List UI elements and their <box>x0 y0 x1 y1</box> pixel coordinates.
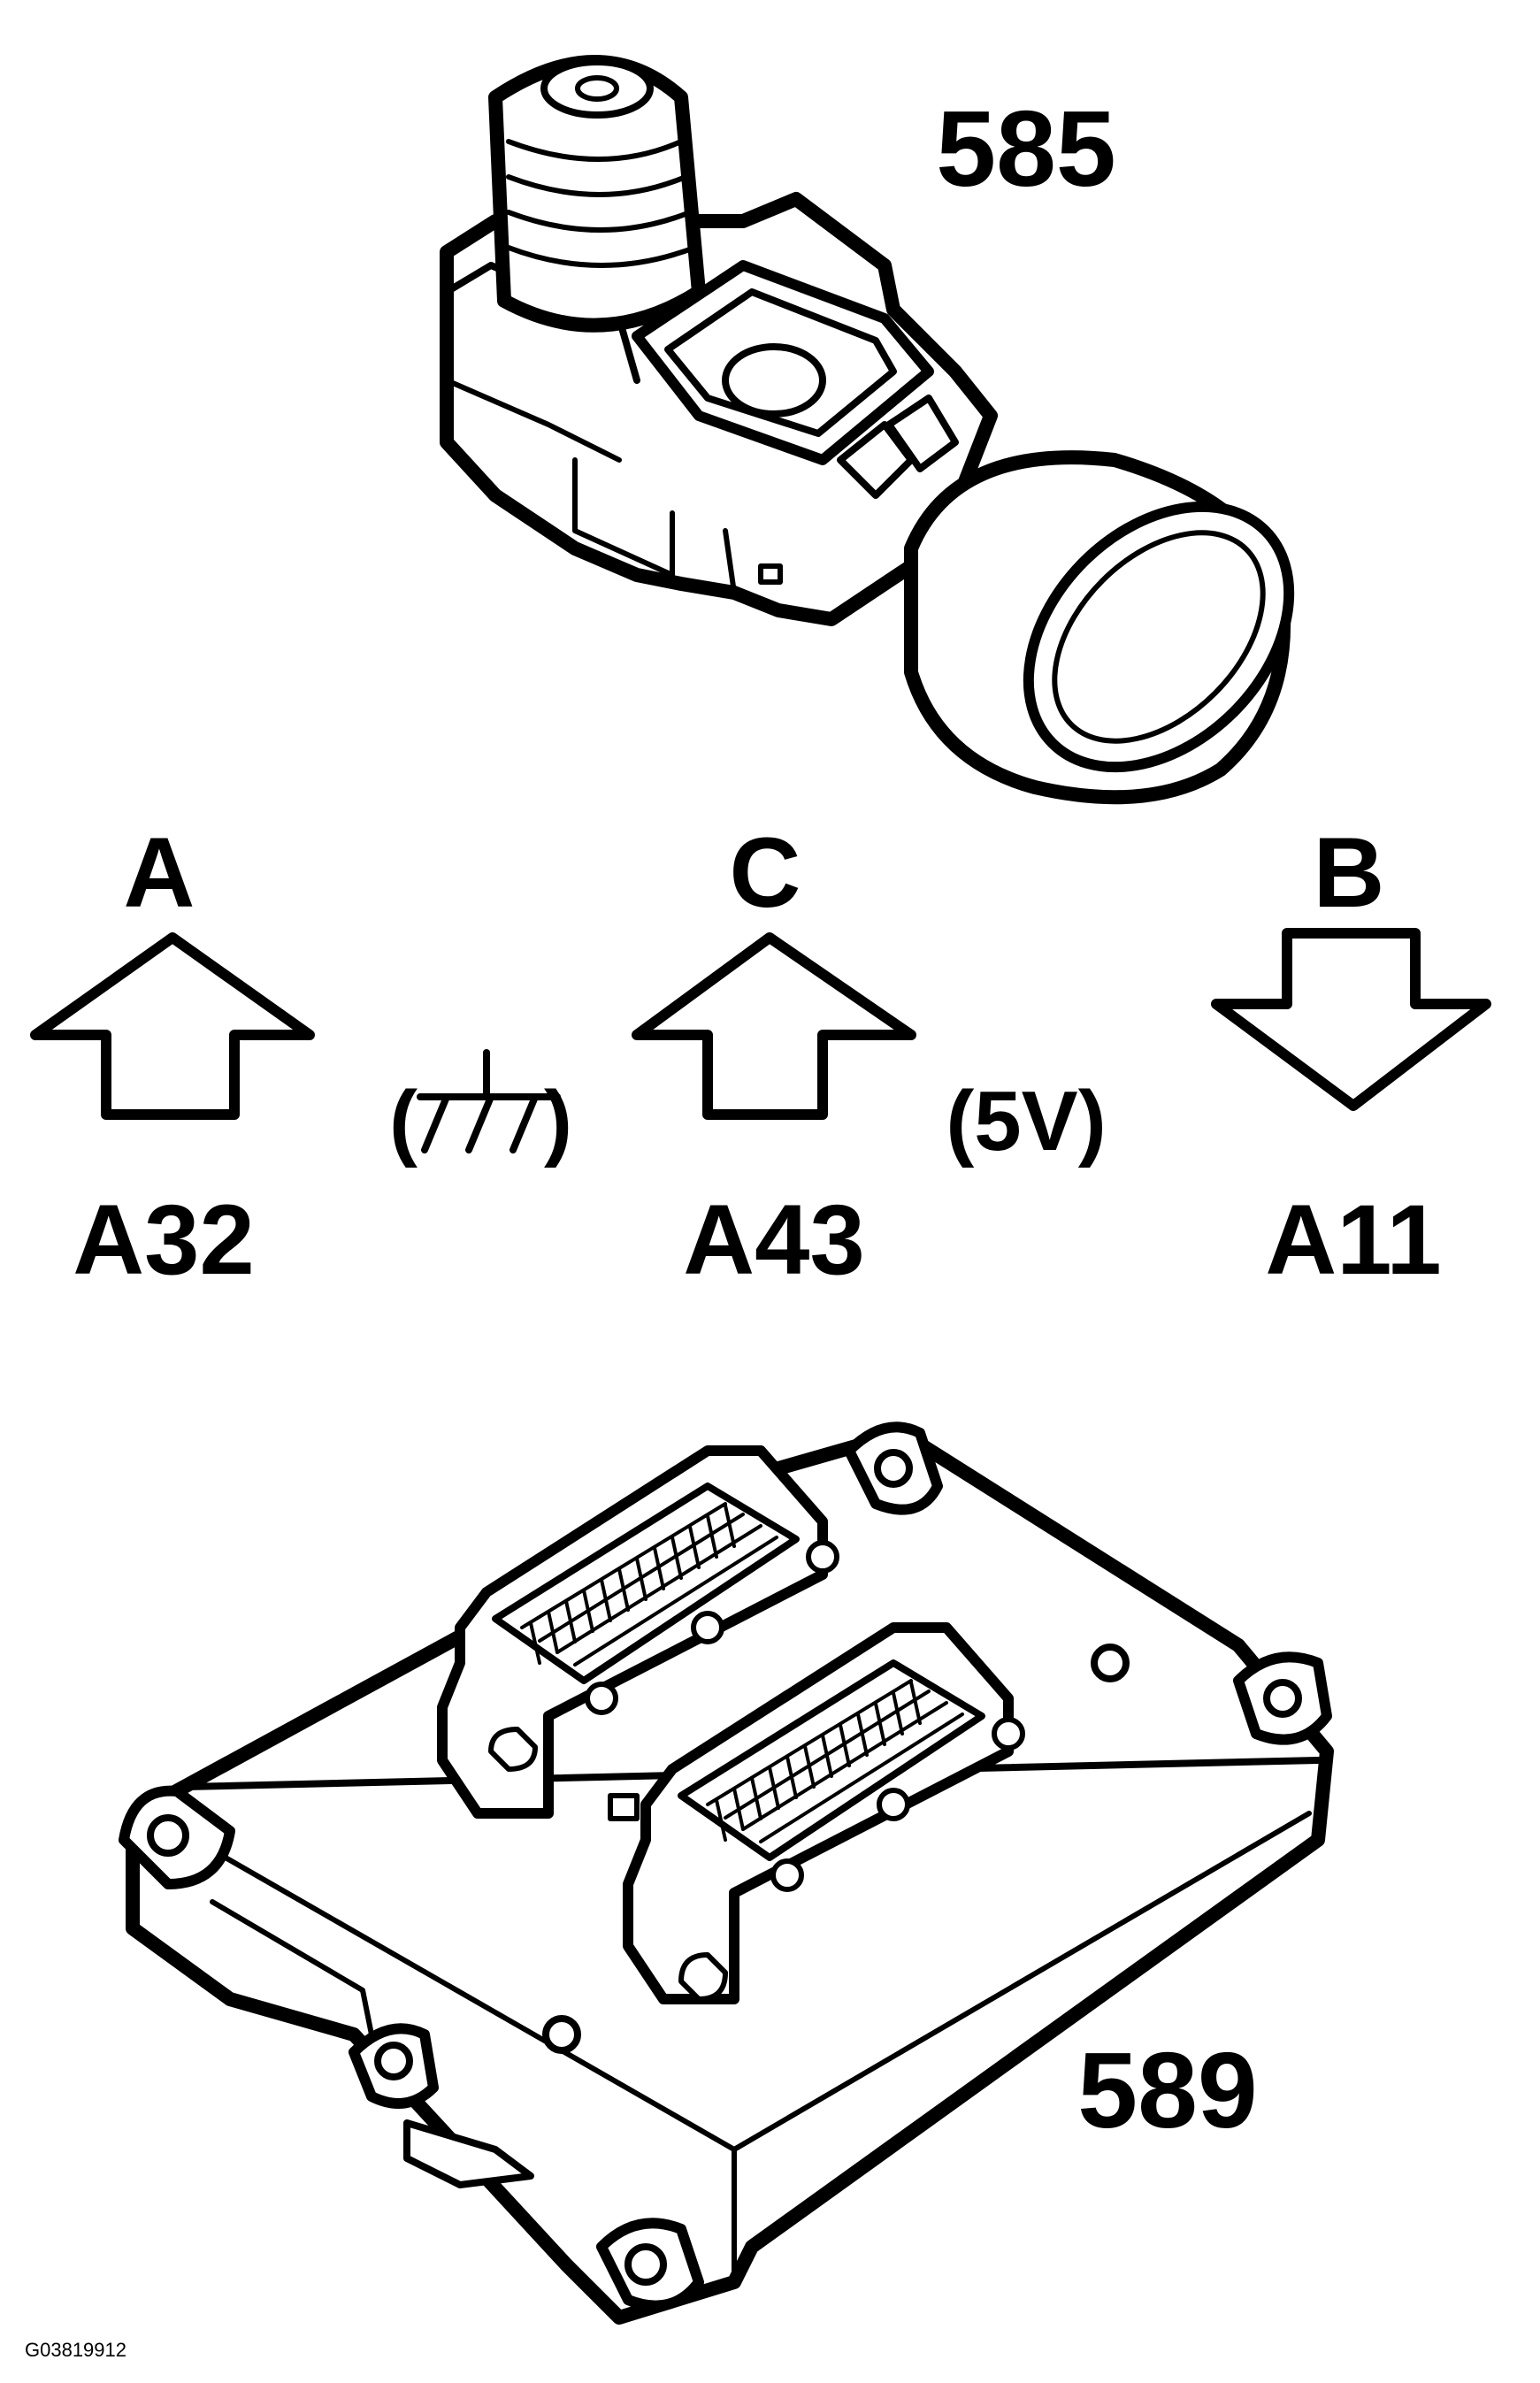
mounting-ear <box>596 2218 704 2311</box>
control-module-icon <box>119 1421 1334 2325</box>
terminal-c-label: C <box>730 817 801 928</box>
mounting-ear <box>844 1421 943 1515</box>
sensor-connector-shroud <box>904 450 1295 805</box>
pressure-sensor-icon <box>440 55 1295 805</box>
mounting-ear <box>119 1785 235 1889</box>
reference-voltage-label: (5V) <box>946 1074 1106 1169</box>
ground-symbol-icon: ( ) <box>389 1049 572 1169</box>
arrow-up-icon <box>30 932 315 1120</box>
cavity-a43-label: A43 <box>683 1184 864 1295</box>
module-connector-header <box>623 1622 1025 2004</box>
bolt-icon <box>542 2015 581 2054</box>
mounting-ear <box>1233 1651 1332 1745</box>
cavity-a32-label: A32 <box>73 1184 254 1295</box>
sensor-label: 585 <box>936 88 1116 209</box>
figure-id: G03819912 <box>25 2339 126 2361</box>
cavity-a11-label: A11 <box>1265 1184 1441 1295</box>
terminal-b-label: B <box>1314 817 1385 928</box>
sensor-threaded-port <box>488 55 706 333</box>
bolt-icon <box>1091 1644 1130 1682</box>
mounting-ear <box>349 2023 439 2109</box>
module-connector-header <box>437 1445 839 1819</box>
control-module-label: 589 <box>1077 2030 1258 2150</box>
arrow-down-icon <box>1211 928 1491 1111</box>
terminal-a-label: A <box>124 817 195 928</box>
arrow-up-icon <box>632 932 916 1120</box>
svg-text:(: ( <box>389 1074 418 1169</box>
svg-text:): ) <box>544 1074 572 1169</box>
